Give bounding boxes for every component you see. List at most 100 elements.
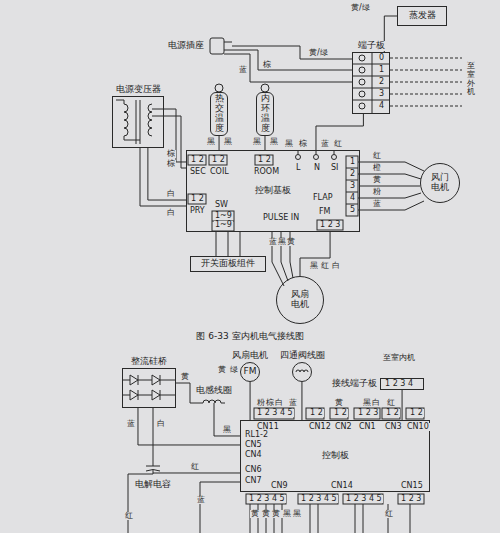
inductor-coil bbox=[203, 400, 225, 408]
wire-label: 4 bbox=[349, 194, 356, 202]
wire-label: CN10 bbox=[406, 423, 430, 431]
plug-body bbox=[210, 38, 224, 54]
power-terminals bbox=[296, 150, 337, 160]
wire-label: N bbox=[313, 164, 321, 172]
fan-motor: 风扇电机 bbox=[276, 276, 324, 324]
wire-label: 蓝 bbox=[126, 420, 136, 428]
lower-wires bbox=[250, 504, 410, 533]
part-heading: 接线端子板 bbox=[331, 379, 378, 389]
outdoor-wires bbox=[390, 58, 462, 106]
wire bbox=[264, 136, 265, 150]
wire-label: 蓝 bbox=[238, 66, 248, 74]
wire bbox=[214, 408, 240, 436]
wire-label: 1~9 bbox=[214, 221, 233, 229]
wire-label: 白 bbox=[274, 399, 284, 407]
switch-panel: 开关面板组件 bbox=[190, 256, 266, 272]
wire bbox=[148, 148, 186, 200]
part-heading: 端子板 bbox=[357, 41, 386, 51]
wire-label: 黑 bbox=[269, 138, 279, 146]
wire-label: CN2 bbox=[334, 423, 353, 431]
rectifier-bridge: 整流硅桥 bbox=[122, 368, 176, 408]
wire-label: 1 2 3 bbox=[400, 495, 422, 503]
wire-label: PULSE IN bbox=[262, 214, 300, 222]
part-name: 开关面板组件 bbox=[201, 259, 255, 269]
wire-label: 红 bbox=[124, 512, 134, 520]
wire bbox=[164, 109, 186, 162]
switch-wires bbox=[216, 232, 240, 256]
part-heading: 四通阀线圈 bbox=[279, 351, 326, 361]
transformer: 电源变压器 bbox=[112, 96, 164, 148]
wire bbox=[227, 232, 228, 256]
temp-sensor: 热交温度 bbox=[210, 92, 228, 136]
part-name: 热交温度 bbox=[215, 94, 224, 134]
wire bbox=[152, 408, 153, 458]
transformer-coils bbox=[116, 100, 164, 144]
wire-label: 3 bbox=[349, 182, 356, 190]
wire-label: SW bbox=[214, 201, 229, 209]
wire-label: CN1 bbox=[358, 423, 377, 431]
reversing-valve-coil: 四通阀线圈 bbox=[292, 362, 312, 382]
wire-label: 1 bbox=[349, 158, 356, 166]
electrolytic-capacitor: 电解电容 bbox=[146, 458, 160, 478]
figure-caption: 图 6-33 室内机电气接线图 bbox=[0, 332, 500, 342]
part-name: 风门电机 bbox=[431, 173, 449, 193]
terminal-screws bbox=[359, 55, 365, 109]
wire-label: 1 2 3 4 5 bbox=[300, 495, 338, 503]
part-heading: 电感线圈 bbox=[195, 386, 233, 396]
wire-label: 白 bbox=[371, 399, 381, 407]
part-heading: 电源变压器 bbox=[115, 85, 162, 95]
wire-label: CN9 bbox=[270, 482, 289, 490]
damper-motor: 风门电机 bbox=[420, 163, 460, 203]
transformer-wires bbox=[140, 116, 186, 206]
wire-label: FM bbox=[318, 208, 332, 216]
part-name: FM bbox=[244, 367, 257, 377]
wire-label: 1 2 bbox=[409, 409, 424, 417]
wire-label: 蓝 bbox=[196, 496, 206, 504]
sensor-loop bbox=[261, 84, 269, 92]
wire-label: 红 bbox=[384, 510, 394, 518]
wire-label: 黄/绿 bbox=[350, 4, 371, 12]
wire-label: L bbox=[295, 164, 301, 172]
blue-wire bbox=[200, 482, 240, 533]
wire-label: CN4 bbox=[244, 451, 263, 459]
wire-label: 白 bbox=[166, 209, 176, 217]
wire bbox=[160, 472, 240, 473]
wire-label: 1 2 3 4 bbox=[384, 380, 414, 388]
wire-label: 黑 bbox=[222, 426, 232, 434]
wire-label: 黑 bbox=[284, 140, 294, 148]
wire-label: 1 2 bbox=[190, 156, 205, 164]
wire-label: 棕 bbox=[166, 150, 176, 158]
wire-label: 至室外机 bbox=[466, 62, 476, 97]
board-connectors bbox=[188, 155, 358, 231]
wire-label: PRY bbox=[189, 207, 206, 215]
power-wires bbox=[224, 42, 352, 82]
wire-label: 黑 bbox=[309, 262, 319, 270]
wire-label: 粉 bbox=[372, 188, 382, 196]
wire-label: 红 bbox=[190, 463, 200, 471]
wire-label: CN11 bbox=[256, 423, 280, 431]
wire-label: 1 2 bbox=[190, 195, 205, 203]
wire-label: 3 bbox=[378, 90, 385, 98]
part-name: 风扇电机 bbox=[291, 290, 309, 310]
part-heading: 电源插座 bbox=[167, 41, 205, 51]
wire-label: 1 2 3 bbox=[357, 409, 379, 417]
wire-label: 1 2 bbox=[211, 156, 226, 164]
wire-label: 1 2 3 4 5 bbox=[256, 409, 294, 417]
wire-label: 1 2 bbox=[309, 409, 324, 417]
wire-label: 黄 bbox=[180, 373, 190, 381]
diode-symbols bbox=[122, 375, 176, 400]
wire-label: 黄 bbox=[334, 399, 344, 407]
wire-label: 棕 bbox=[298, 140, 308, 148]
wire-label: COIL bbox=[209, 168, 230, 176]
wire bbox=[232, 46, 352, 59]
wire-label: FLAP bbox=[312, 194, 334, 202]
wire bbox=[219, 136, 220, 150]
wire-label: CN5 bbox=[244, 441, 263, 449]
part-name: 蒸发器 bbox=[409, 11, 436, 21]
wire-label: 蓝 bbox=[288, 399, 298, 407]
wire-label: 1 bbox=[378, 66, 385, 74]
wire-label: 1 2 3 4 5 bbox=[345, 495, 383, 503]
wire-label: 黄/绿 bbox=[308, 49, 329, 57]
wire-label: 至室内机 bbox=[382, 354, 416, 362]
part-name: 控制板 bbox=[322, 451, 349, 461]
